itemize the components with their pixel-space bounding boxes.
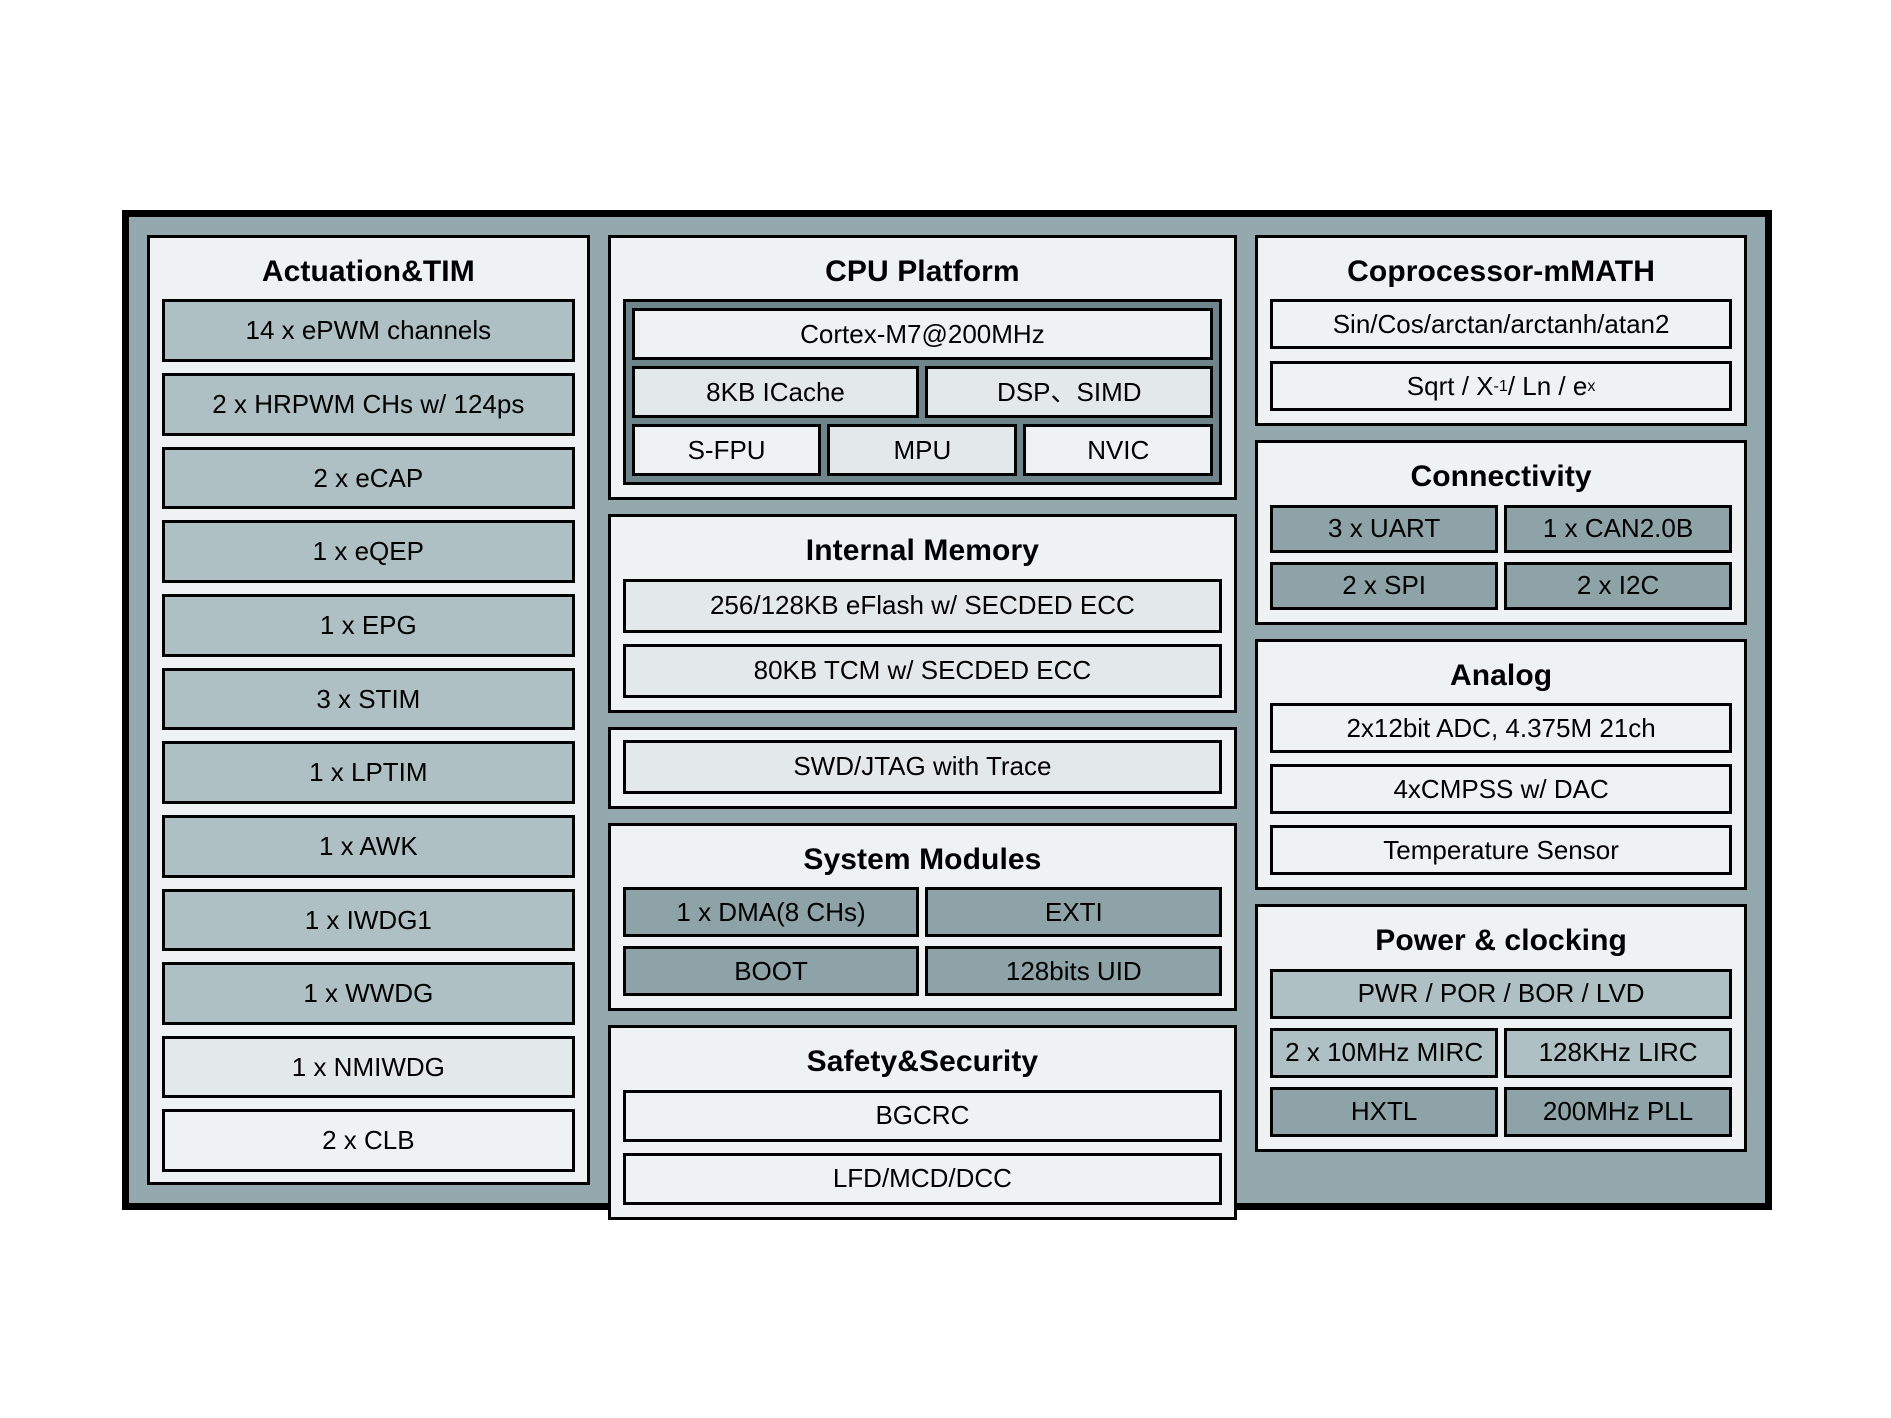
system-module-item[interactable]: EXTI [925, 887, 1223, 938]
actuation-item[interactable]: 1 x WWDG [162, 962, 575, 1025]
cpu-core-cell[interactable]: Cortex-M7@200MHz [631, 308, 1214, 361]
memory-item[interactable]: 256/128KB eFlash w/ SECDED ECC [622, 578, 1223, 633]
system-module-item[interactable]: BOOT [622, 946, 920, 997]
system-module-item[interactable]: 1 x DMA(8 CHs) [622, 887, 920, 938]
safety-item[interactable]: BGCRC [622, 1089, 1223, 1142]
inline-text: / Ln / e [1507, 371, 1588, 402]
group-title-internal-memory: Internal Memory [805, 534, 1040, 568]
analog-item[interactable]: 4xCMPSS w/ DAC [1270, 764, 1732, 815]
analog-item[interactable]: Temperature Sensor [1270, 825, 1732, 876]
group-title-connectivity: Connectivity [1410, 460, 1592, 494]
group-debug: SWD/JTAG with Trace [607, 726, 1238, 809]
group-analog: Analog 2x12bit ADC, 4.375M 21ch 4xCMPSS w… [1255, 638, 1747, 891]
cpu-block[interactable]: DSP、SIMD [925, 366, 1214, 419]
column-cpu: CPU Platform Cortex-M7@200MHz 8KB ICache… [607, 235, 1238, 1220]
connectivity-item[interactable]: 1 x CAN2.0B [1504, 504, 1733, 553]
safety-item[interactable]: LFD/MCD/DCC [622, 1152, 1223, 1205]
cpu-block[interactable]: S-FPU [631, 424, 822, 477]
actuation-item[interactable]: 3 x STIM [162, 667, 575, 731]
superscript-text: -1 [1493, 376, 1508, 395]
cpu-block[interactable]: MPU [827, 424, 1018, 477]
group-coprocessor-mmath: Coprocessor-mMATH Sin/Cos/arctan/arctanh… [1255, 235, 1747, 427]
debug-item[interactable]: SWD/JTAG with Trace [622, 739, 1223, 794]
actuation-item[interactable]: 1 x EPG [162, 593, 575, 657]
group-power-clocking: Power & clocking PWR / POR / BOR / LVD 2… [1255, 904, 1747, 1152]
actuation-item[interactable]: 2 x CLB [162, 1109, 575, 1173]
connectivity-item[interactable]: 3 x UART [1270, 504, 1499, 553]
analog-item[interactable]: 2x12bit ADC, 4.375M 21ch [1270, 703, 1732, 754]
power-item[interactable]: 2 x 10MHz MIRC [1270, 1027, 1499, 1078]
actuation-item[interactable]: 2 x HRPWM CHs w/ 124ps [162, 373, 575, 436]
group-internal-memory: Internal Memory 256/128KB eFlash w/ SECD… [607, 514, 1238, 713]
power-full-row: PWR / POR / BOR / LVD [1270, 968, 1732, 1019]
power-item[interactable]: 128KHz LIRC [1504, 1027, 1733, 1078]
group-title-power-clocking: Power & clocking [1375, 924, 1627, 958]
analog-list: 2x12bit ADC, 4.375M 21ch 4xCMPSS w/ DAC Te… [1270, 703, 1732, 876]
actuation-item-list: 14 x ePWM channels 2 x HRPWM CHs w/ 124ps… [162, 299, 575, 1173]
chip-block-diagram: Actuation&TIM 14 x ePWM channels 2 x HRPW… [122, 210, 1772, 1220]
group-title-cpu-platform: CPU Platform [825, 255, 1020, 288]
power-item[interactable]: HXTL [1270, 1086, 1499, 1137]
column-peripherals: Coprocessor-mMATH Sin/Cos/arctan/arctanh… [1255, 235, 1747, 1185]
cpu-block[interactable]: NVIC [1023, 424, 1214, 477]
group-actuation-tim: Actuation&TIM 14 x ePWM channels 2 x HRPW… [147, 235, 590, 1185]
column-actuation: Actuation&TIM 14 x ePWM channels 2 x HRPW… [147, 235, 590, 1185]
group-title-safety-security: Safety&Security [806, 1045, 1039, 1079]
group-title-system-modules: System Modules [803, 842, 1042, 876]
memory-item[interactable]: 80KB TCM w/ SECDED ECC [622, 643, 1223, 698]
actuation-item[interactable]: 1 x AWK [162, 814, 575, 878]
group-safety-security: Safety&Security BGCRC LFD/MCD/DCC [607, 1025, 1238, 1220]
group-title-analog: Analog [1449, 658, 1553, 692]
system-module-item[interactable]: 128bits UID [925, 946, 1223, 997]
coprocessor-item[interactable]: Sin/Cos/arctan/arctanh/atan2 [1270, 299, 1732, 350]
inline-text: Sqrt / X [1406, 371, 1494, 402]
cpu-block[interactable]: 8KB ICache [631, 366, 920, 419]
actuation-item[interactable]: 1 x LPTIM [162, 741, 575, 804]
group-title-coprocessor: Coprocessor-mMATH [1347, 255, 1655, 288]
actuation-item[interactable]: 1 x NMIWDG [162, 1035, 575, 1099]
system-modules-row-1: 1 x DMA(8 CHs)EXTI [622, 887, 1223, 938]
power-item[interactable]: 200MHz PLL [1504, 1086, 1733, 1137]
actuation-item[interactable]: 14 x ePWM channels [162, 299, 575, 363]
safety-security-list: BGCRC LFD/MCD/DCC [622, 1089, 1223, 1205]
actuation-item[interactable]: 1 x eQEP [162, 520, 575, 583]
power-item[interactable]: PWR / POR / BOR / LVD [1270, 968, 1732, 1019]
group-cpu-platform: CPU Platform Cortex-M7@200MHz 8KB ICache… [607, 235, 1238, 501]
internal-memory-list: 256/128KB eFlash w/ SECDED ECC 80KB TCM w… [622, 578, 1223, 698]
group-title-actuation-tim: Actuation&TIM [261, 255, 475, 288]
actuation-item[interactable]: 2 x eCAP [162, 446, 575, 510]
connectivity-item[interactable]: 2 x I2C [1504, 561, 1733, 610]
superscript-text: x [1587, 376, 1596, 395]
debug-list: SWD/JTAG with Trace [622, 739, 1223, 794]
actuation-item[interactable]: 1 x IWDG1 [162, 888, 575, 952]
connectivity-item[interactable]: 2 x SPI [1270, 561, 1499, 610]
